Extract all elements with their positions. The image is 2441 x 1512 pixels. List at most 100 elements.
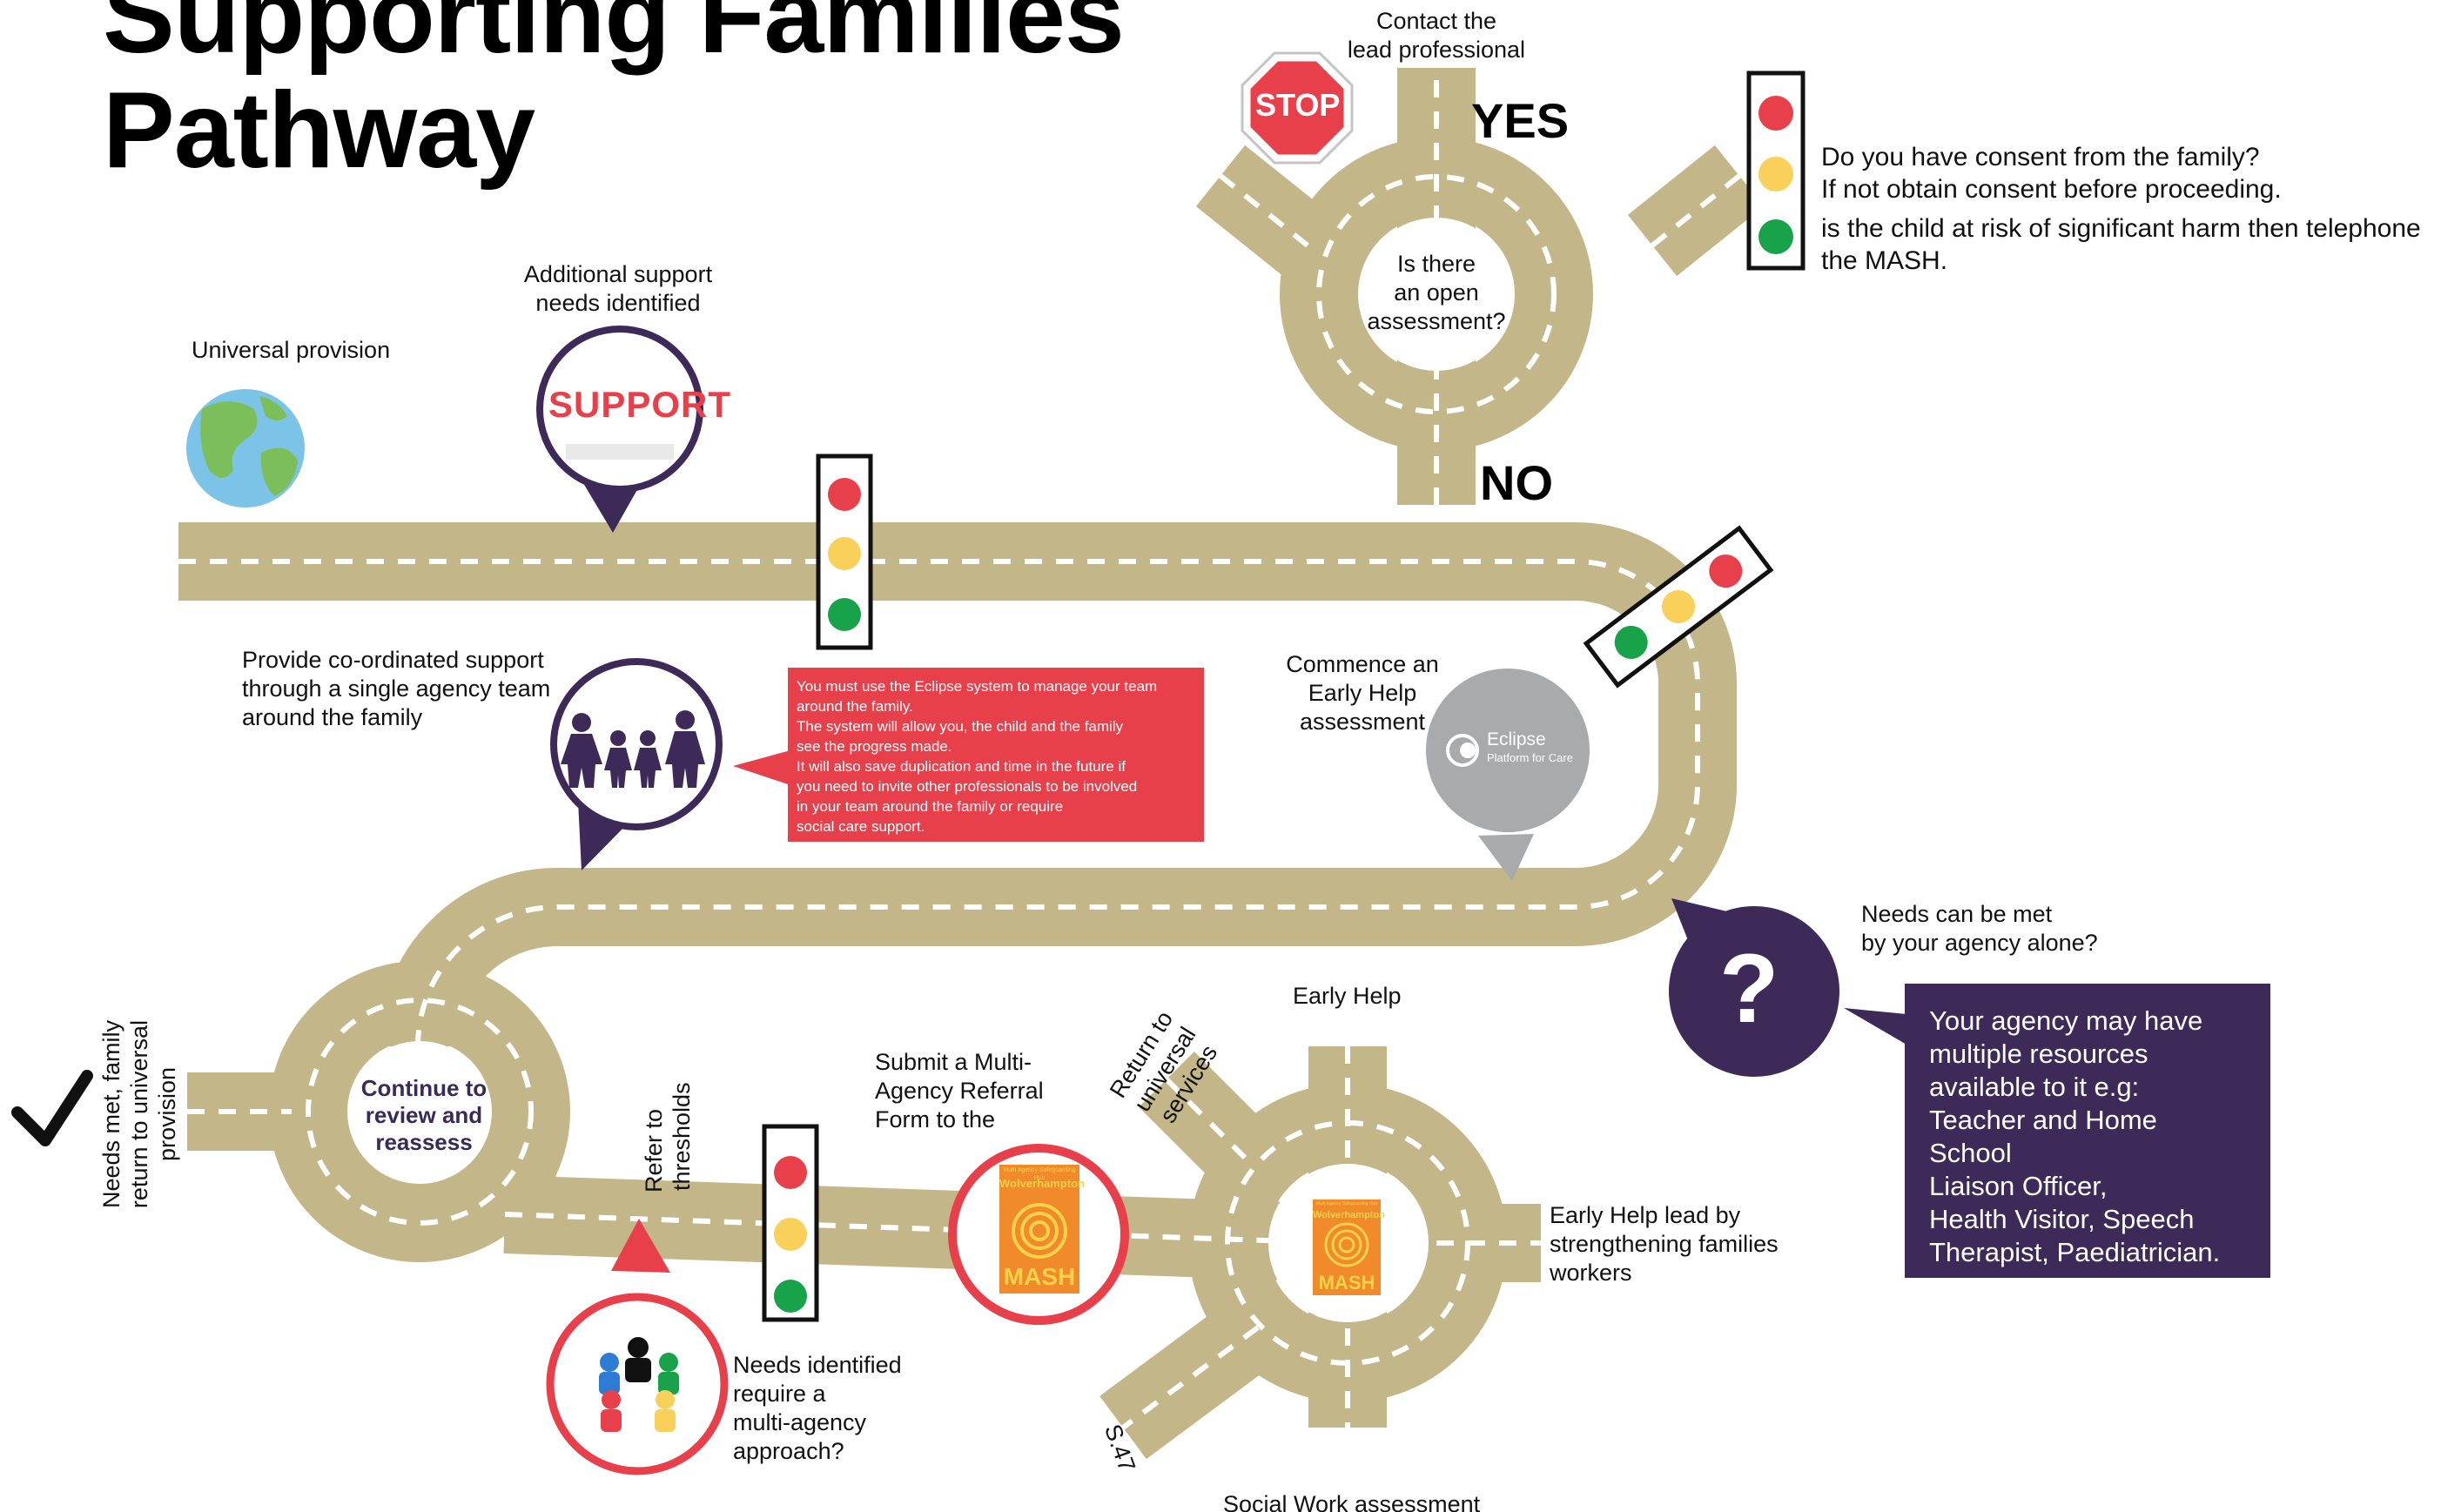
needs-met-alone-label: Needs can be met by your agency alone? [1861,900,2098,958]
submit-line-1: Submit a Multi- [875,1049,1032,1075]
multi-agency-line-4: approach? [733,1438,844,1464]
needs-met-family-line-1: Needs met, family [98,1019,124,1209]
contact-lead-line-2: lead professional [1347,37,1526,63]
no-label: NO [1480,455,1553,510]
coordinated-line-1: Provide co-ordinated support [242,647,544,673]
stop-sign-text: STOP [1255,87,1341,123]
contact-lead-line-1: Contact the [1375,8,1497,34]
submit-line-3: Form to the [875,1106,996,1132]
mash-subtitle-text: Multi Agency Safeguarding Hub [1003,1167,1076,1181]
legend-green-text-2: the MASH. [1821,246,1948,275]
eclipse-box-line-1: You must use the Eclipse system to manag… [797,678,1158,695]
eclipse-box-line-4: see the progress made. [797,738,952,755]
additional-support-line-2: needs identified [535,290,701,316]
commence-line-3: assessment [1299,709,1426,735]
mash-referral-callout [948,1144,1129,1325]
open-assessment-line-2: an open [1394,279,1479,306]
submit-referral-label: Submit a Multi- Agency Referral Form to … [875,1048,1044,1134]
yes-label: YES [1471,93,1570,148]
eclipse-callout [1426,669,1590,881]
early-help-lead-line-3: workers [1550,1260,1632,1286]
agency-box-line-5: Liaison Officer, [1929,1171,2108,1201]
multi-agency-line-1: Needs identified [733,1352,902,1378]
eclipse-box-line-2: around the family. [797,698,913,715]
commence-line-1: Commence an [1286,651,1439,677]
continue-review-label: Continue to review and reassess [341,1075,507,1156]
refer-thresholds-label: Refer to thresholds [640,1082,696,1193]
refer-line-2: thresholds [669,1082,695,1191]
commence-line-2: Early Help [1308,680,1417,706]
roundabout-islands [349,218,1513,1322]
coordinated-line-3: around the family [242,704,423,730]
mash-roundabout-word: MASH [1318,1272,1375,1294]
agency-box-line-6: Health Visitor, Speech [1929,1204,2195,1234]
legend-red-text: Do you have consent from the family? [1821,143,2260,171]
multi-agency-line-2: require a [733,1381,826,1407]
mash-roundabout-logo [1313,1200,1381,1295]
traffic-light-icon [1746,71,1806,271]
eclipse-box-line-8: social care support. [797,818,925,835]
eclipse-box-line-6: you need to invite other professionals t… [797,778,1138,795]
agency-box-pointer [1844,1008,1906,1045]
checkmark-icon [11,1070,93,1146]
early-help-label: Early Help [1293,983,1402,1009]
globe-icon [186,389,305,507]
agency-box-line-4: Teacher and Home School [1929,1105,2157,1168]
family-callout [550,658,723,870]
support-image-text: SUPPORT [548,384,732,425]
needs-met-family-label: Needs met, family return to universal pr… [98,1014,181,1214]
agency-box-line-7: Therapist, Paediatrician. [1929,1237,2221,1267]
traffic-light-icon [1583,525,1774,689]
eclipse-box-line-3: The system will allow you, the child and… [797,718,1124,735]
agency-resources-box: Your agency may have multiple resources … [1905,984,2270,1278]
mash-roundabout-subtitle: Multi Agency Safeguarding Hub [1315,1201,1378,1206]
continue-line-2: review and [365,1102,483,1128]
eclipse-box-line-5: It will also save duplication and time i… [797,758,1126,775]
eclipse-info-box: You must use the Eclipse system to manag… [788,668,1204,842]
early-help-lead-line-2: strengthening families [1550,1231,1779,1257]
agency-box-line-3: available to it e.g: [1929,1072,2140,1102]
mash-word-text: MASH [1003,1263,1076,1290]
social-work-label: Social Work assessment [1223,1491,1481,1512]
universal-provision-label: Universal provision [192,337,391,363]
early-help-lead-line-1: Early Help lead by [1550,1202,1741,1228]
eclipse-logo-subtext: Platform for Care [1487,751,1573,764]
contact-lead-label: Contact the lead professional [1332,7,1541,64]
coordinated-support-label: Provide co-ordinated support through a s… [242,646,550,732]
support-callout [536,326,703,533]
mash-roundabout-city: Wolverhampton [1313,1210,1385,1220]
eclipse-logo-text: Eclipse [1487,729,1546,749]
needs-met-family-line-2: return to universal [126,1019,152,1209]
additional-support-line-1: Additional support [523,261,713,287]
open-assessment-line-3: assessment? [1367,308,1506,334]
multi-agency-callout [546,1219,729,1475]
family-icon [561,710,705,788]
needs-met-alone-line-1: Needs can be met [1861,901,2053,927]
legend-amber-text: If not obtain consent before proceeding. [1821,175,2282,204]
mash-logo-icon [1324,1222,1369,1267]
additional-support-label: Additional support needs identified [505,260,731,318]
agency-box-line-2: multiple resources [1929,1038,2148,1069]
continue-line-1: Continue to [360,1075,488,1101]
multi-agency-line-3: multi-agency [733,1409,867,1435]
traffic-light-icon [762,1124,819,1322]
question-callout [1669,898,1839,1077]
title-line-1: Supporting Families [103,0,1125,76]
open-assessment-label: Is there an open assessment? [1358,250,1515,336]
mash-logo-icon [1012,1203,1067,1259]
question-mark-text: ? [1719,934,1779,1043]
continue-line-3: reassess [375,1129,473,1155]
refer-line-1: Refer to [641,1108,667,1193]
submit-line-2: Agency Referral [875,1078,1044,1104]
coordinated-line-2: through a single agency team [242,675,551,702]
title-line-2: Pathway [103,71,535,191]
needs-met-family-line-3: provision [154,1066,180,1162]
commence-assessment-label: Commence an Early Help assessment [1271,650,1454,736]
people-circle-icon [599,1337,679,1432]
traffic-light-icon [816,454,873,650]
needs-met-alone-line-2: by your agency alone? [1861,930,2098,956]
open-assessment-line-1: Is there [1396,251,1476,277]
page-title: Supporting Families Pathway [103,0,1125,191]
